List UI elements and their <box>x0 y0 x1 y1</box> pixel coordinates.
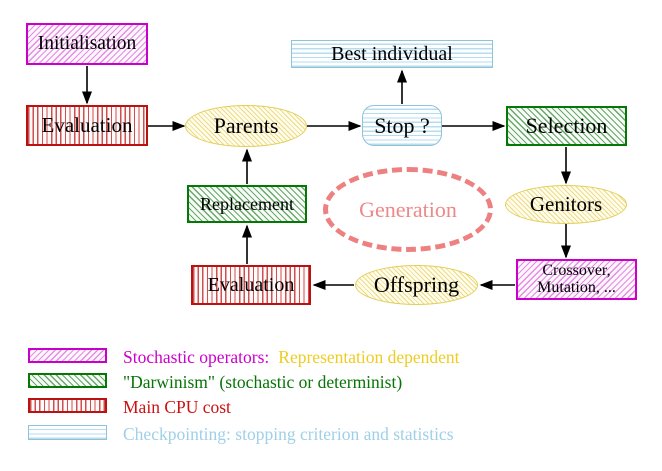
legend-swatch-stochastic-operators <box>28 348 107 363</box>
legend-text-representation: Representation dependent <box>278 347 460 367</box>
crossover-line: Crossover, <box>542 261 611 279</box>
node-best-individual: Best individual <box>291 40 493 68</box>
node-parents: Parents <box>185 105 307 147</box>
crossover-mutation-text: Crossover, Mutation, ... <box>537 261 616 297</box>
legend-label-checkpointing: Checkpointing: stopping criterion and st… <box>123 424 454 444</box>
node-replacement: Replacement <box>187 185 307 223</box>
node-selection: Selection <box>506 106 627 146</box>
node-stop: Stop ? <box>362 105 442 146</box>
legend-label-main-cpu-cost: Main CPU cost <box>123 397 231 417</box>
node-initialisation: Initialisation <box>26 23 148 65</box>
legend-swatch-darwinism <box>28 373 107 388</box>
legend-swatch-checkpointing <box>28 425 107 440</box>
legend-swatch-main-cpu-cost <box>28 398 107 413</box>
mutation-line: Mutation, ... <box>537 278 616 296</box>
node-offspring: Offspring <box>355 265 478 305</box>
node-genitors: Genitors <box>505 185 627 224</box>
generation-cycle-ellipse: Generation <box>323 167 493 252</box>
legend-label-darwinism: "Darwinism" (stochastic or determinist) <box>123 372 403 392</box>
node-crossover-mutation: Crossover, Mutation, ... <box>516 259 637 300</box>
legend-label-stochastic-operators: Stochastic operators: Representation depe… <box>123 347 460 368</box>
legend-text-stochastic: Stochastic operators: <box>123 347 270 367</box>
node-evaluation-bottom: Evaluation <box>191 265 311 305</box>
node-evaluation-top: Evaluation <box>26 105 148 146</box>
